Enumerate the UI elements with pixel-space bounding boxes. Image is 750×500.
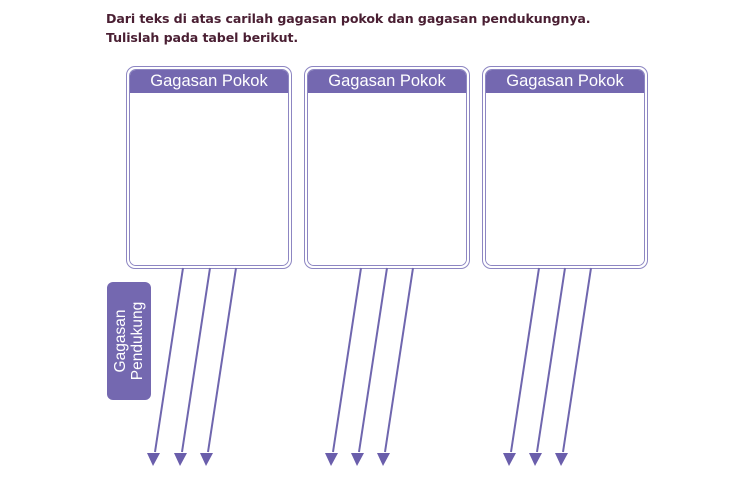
arrowhead-icon	[351, 453, 364, 466]
arrow-down-icon	[510, 267, 540, 453]
arrowhead-icon	[325, 453, 338, 466]
gagasan-pokok-answer-area-3[interactable]	[486, 93, 644, 265]
gagasan-pokok-box-3: Gagasan Pokok	[482, 66, 648, 269]
gagasan-pokok-box-1: Gagasan Pokok	[126, 66, 292, 269]
arrowhead-icon	[529, 453, 542, 466]
side-label-line-2: Pendukung	[129, 301, 146, 381]
side-label-text: Gagasan Pendukung	[112, 282, 146, 400]
gagasan-pokok-box-2: Gagasan Pokok	[304, 66, 470, 269]
gagasan-pendukung-label: Gagasan Pendukung	[107, 282, 151, 400]
arrowhead-icon	[147, 453, 160, 466]
arrow-down-icon	[181, 267, 211, 453]
arrow-down-icon	[562, 267, 592, 453]
arrow-down-icon	[154, 267, 184, 453]
gagasan-pokok-answer-area-2[interactable]	[308, 93, 466, 265]
box-header: Gagasan Pokok	[130, 70, 288, 93]
arrow-down-icon	[332, 267, 362, 453]
instruction-line-1: Dari teks di atas carilah gagasan pokok …	[106, 11, 591, 26]
box-frame: Gagasan Pokok	[129, 69, 289, 266]
arrow-down-icon	[207, 267, 237, 453]
box-frame: Gagasan Pokok	[307, 69, 467, 266]
instructions: Dari teks di atas carilah gagasan pokok …	[106, 9, 666, 47]
arrowhead-icon	[555, 453, 568, 466]
arrowhead-icon	[377, 453, 390, 466]
side-label-line-1: Gagasan	[112, 309, 129, 373]
arrowhead-icon	[174, 453, 187, 466]
box-frame: Gagasan Pokok	[485, 69, 645, 266]
box-header: Gagasan Pokok	[308, 70, 466, 93]
instruction-line-2: Tulislah pada tabel berikut.	[106, 30, 299, 45]
arrowhead-icon	[503, 453, 516, 466]
arrowhead-icon	[200, 453, 213, 466]
arrow-down-icon	[384, 267, 414, 453]
box-header: Gagasan Pokok	[486, 70, 644, 93]
arrow-down-icon	[536, 267, 566, 453]
arrow-down-icon	[358, 267, 388, 453]
gagasan-pokok-answer-area-1[interactable]	[130, 93, 288, 265]
